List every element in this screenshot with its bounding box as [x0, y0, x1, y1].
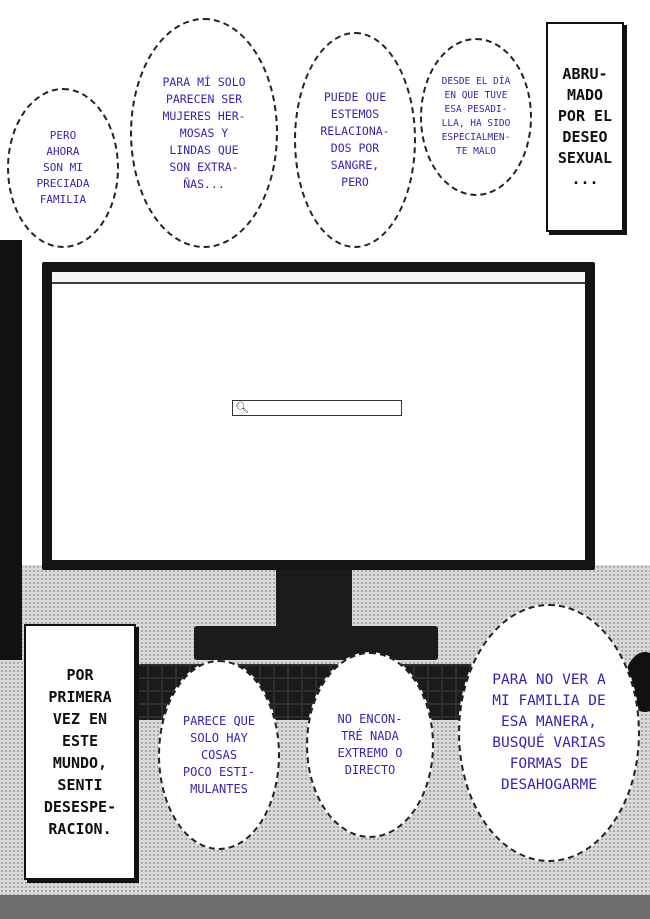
speech-bubble-3: PUEDE QUE ESTEMOS RELACIONA- DOS POR SAN…: [294, 32, 416, 248]
panel-bottom-strip: [0, 895, 650, 919]
bubble-3-text: PUEDE QUE ESTEMOS RELACIONA- DOS POR SAN…: [320, 90, 390, 189]
speech-bubble-6: NO ENCON- TRÉ NADA EXTREMO O DIRECTO: [306, 652, 434, 838]
search-input[interactable]: [232, 400, 402, 416]
bubble-7-text: PARA NO VER A MI FAMILIA DE ESA MANERA, …: [492, 672, 606, 793]
narration-box-top-right: ABRU- MADO POR EL DESEO SEXUAL ...: [546, 22, 624, 232]
narration-bottom-left-text: POR PRIMERA VEZ EN ESTE MUNDO, SENTI DES…: [43, 666, 117, 838]
monitor-screen: [52, 272, 585, 560]
speech-bubble-1: PERO AHORA SON MI PRECIADA FAMILIA: [7, 88, 119, 248]
bubble-5-text: PARECE QUE SOLO HAY COSAS POCO ESTI- MUL…: [182, 713, 256, 796]
browser-bar: [52, 272, 585, 284]
bubble-4-text: DESDE EL DÍA EN QUE TUVE ESA PESADI- LLA…: [441, 76, 511, 157]
speech-bubble-2: PARA MÍ SOLO PARECEN SER MUJERES HER- MO…: [130, 18, 278, 248]
bubble-2-text: PARA MÍ SOLO PARECEN SER MUJERES HER- MO…: [162, 74, 246, 191]
bubble-1-text: PERO AHORA SON MI PRECIADA FAMILIA: [36, 129, 90, 206]
speech-bubble-5: PARECE QUE SOLO HAY COSAS POCO ESTI- MUL…: [158, 660, 280, 850]
speech-bubble-7: PARA NO VER A MI FAMILIA DE ESA MANERA, …: [458, 604, 640, 862]
narration-box-bottom-left: POR PRIMERA VEZ EN ESTE MUNDO, SENTI DES…: [24, 624, 136, 880]
monitor-stand-base: [194, 626, 438, 660]
bubble-6-text: NO ENCON- TRÉ NADA EXTREMO O DIRECTO: [337, 712, 403, 777]
speech-bubble-4: DESDE EL DÍA EN QUE TUVE ESA PESADI- LLA…: [420, 38, 532, 196]
magnifier-icon: 🔍︎: [235, 401, 249, 414]
pc-tower: [0, 240, 22, 660]
narration-top-right-text: ABRU- MADO POR EL DESEO SEXUAL ...: [557, 65, 613, 188]
monitor-stand-neck: [276, 570, 352, 630]
